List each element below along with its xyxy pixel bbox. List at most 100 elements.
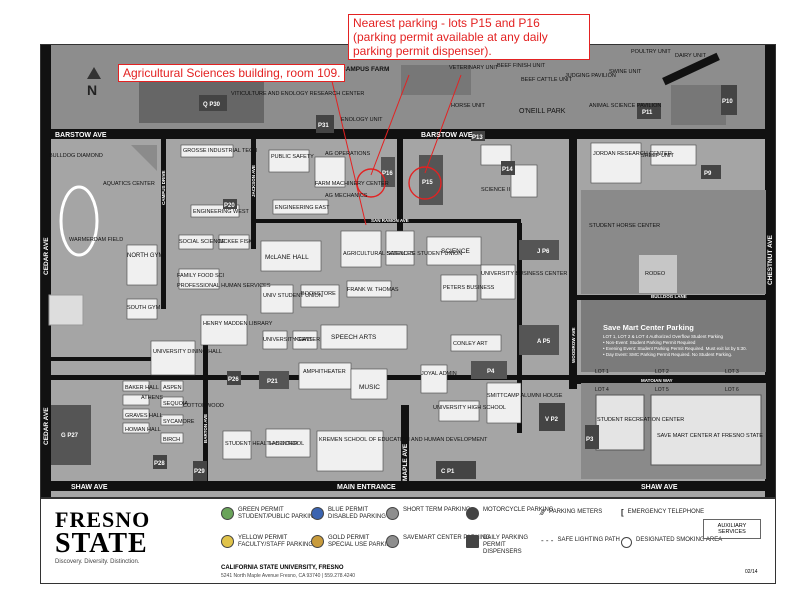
svg-text:VITICULTURE AND ENOLOGY RESEAR: VITICULTURE AND ENOLOGY RESEARCH CENTER: [231, 91, 364, 97]
svg-text:P4: P4: [487, 369, 495, 375]
legend-meters: ⁄⁄⁄PARKING METERS: [541, 508, 603, 517]
svg-text:STUDENT HEALTH CENTER: STUDENT HEALTH CENTER: [225, 441, 298, 447]
svg-text:P28: P28: [154, 461, 165, 467]
svg-text:UNIVERSITY CENTER: UNIVERSITY CENTER: [263, 337, 320, 343]
svg-text:JACKSON AVE: JACKSON AVE: [251, 165, 256, 197]
svg-text:P31: P31: [318, 123, 329, 129]
svg-text:BARTON AVE: BARTON AVE: [203, 414, 208, 443]
svg-text:P13: P13: [472, 135, 483, 141]
svg-text:STUDENT HORSE CENTER: STUDENT HORSE CENTER: [589, 223, 660, 229]
svg-text:SCIENCE II: SCIENCE II: [481, 187, 511, 193]
svg-text:P11: P11: [642, 110, 653, 116]
svg-text:ENOLOGY UNIT: ENOLOGY UNIT: [341, 117, 383, 123]
legend-smoking: DESIGNATED SMOKING AREA: [621, 537, 722, 548]
svg-text:LOT 2: LOT 2: [655, 369, 669, 375]
svg-text:AQUATICS CENTER: AQUATICS CENTER: [103, 181, 155, 187]
svg-text:STUDENT RECREATION CENTER: STUDENT RECREATION CENTER: [597, 417, 684, 423]
svg-text:HOMAN HALL: HOMAN HALL: [125, 427, 161, 433]
auxiliary-services-box: AUXILIARY SERVICES: [703, 519, 761, 539]
svg-text:P20: P20: [224, 203, 235, 209]
svg-text:BOOKSTORE: BOOKSTORE: [301, 291, 336, 297]
svg-text:FRANK W. THOMAS: FRANK W. THOMAS: [347, 287, 399, 293]
svg-text:BARSTOW AVE: BARSTOW AVE: [55, 132, 107, 139]
svg-text:VETERINARY UNIT: VETERINARY UNIT: [449, 65, 499, 71]
svg-text:JUDGING PAVILION: JUDGING PAVILION: [565, 73, 616, 79]
svg-text:• Non-Event: Student Parking P: • Non-Event: Student Parking Permit Requ…: [603, 340, 696, 345]
building-callout: Agricultural Sciences building, room 109…: [118, 64, 346, 82]
svg-text:KEATS: KEATS: [295, 337, 313, 343]
svg-text:P29: P29: [194, 469, 205, 475]
path-icon: - - -: [541, 536, 554, 545]
legend-emergency-phone: [EMERGENCY TELEPHONE: [621, 508, 705, 517]
svg-text:KREMEN SCHOOL OF EDUCATION AND: KREMEN SCHOOL OF EDUCATION AND HUMAN DEV…: [319, 437, 488, 443]
svg-text:SPEECH ARTS: SPEECH ARTS: [331, 334, 377, 341]
svg-text:NORTH GYM: NORTH GYM: [127, 253, 164, 259]
svg-text:HENRY MADDEN LIBRARY: HENRY MADDEN LIBRARY: [203, 321, 273, 327]
svg-text:BULLDOG DIAMOND: BULLDOG DIAMOND: [49, 153, 103, 159]
svg-text:AG OPERATIONS: AG OPERATIONS: [325, 151, 370, 157]
svg-text:UNIVERSITY BUSINESS CENTER: UNIVERSITY BUSINESS CENTER: [481, 271, 567, 277]
svg-text:J P6: J P6: [537, 249, 550, 255]
svg-text:A P5: A P5: [537, 339, 551, 345]
svg-text:BEEF CATTLE UNIT: BEEF CATTLE UNIT: [521, 77, 573, 83]
svg-text:P3: P3: [586, 437, 594, 443]
svg-text:LOT 4: LOT 4: [595, 387, 609, 393]
svg-text:PETERS BUSINESS: PETERS BUSINESS: [443, 285, 495, 291]
svg-text:P21: P21: [267, 379, 278, 385]
svg-text:UNIV STUDENT UNION: UNIV STUDENT UNION: [263, 293, 323, 299]
svg-text:CONLEY ART: CONLEY ART: [453, 341, 488, 347]
svg-text:Save Mart Center Parking: Save Mart Center Parking: [603, 323, 694, 332]
svg-text:LAB SCHOOL: LAB SCHOOL: [269, 441, 304, 447]
svg-text:LOT 1: LOT 1: [595, 369, 609, 375]
svg-text:AMPHITHEATER: AMPHITHEATER: [303, 369, 346, 375]
svg-text:MAPLE AVE: MAPLE AVE: [402, 443, 409, 481]
svg-text:V P2: V P2: [545, 417, 559, 423]
svg-text:LOT 1, LOT 2 & LOT 4 Authorize: LOT 1, LOT 2 & LOT 4 Authorized Overflow…: [603, 334, 724, 339]
svg-text:CEDAR AVE: CEDAR AVE: [43, 407, 50, 445]
phone-icon: [: [621, 508, 624, 517]
svg-text:JOYAL ADMIN: JOYAL ADMIN: [421, 371, 457, 377]
svg-text:SCIENCE: SCIENCE: [441, 248, 471, 255]
svg-text:MATOIAN WAY: MATOIAN WAY: [641, 378, 673, 383]
svg-text:AG MECHANICS: AG MECHANICS: [325, 193, 368, 199]
svg-text:N: N: [87, 82, 97, 98]
svg-text:LOT 5: LOT 5: [655, 387, 669, 393]
svg-text:ENGINEERING WEST: ENGINEERING WEST: [193, 209, 250, 215]
svg-text:G P27: G P27: [61, 433, 79, 439]
meter-icon: ⁄⁄⁄: [541, 508, 546, 517]
svg-text:• Day Event: SMC Parking Permi: • Day Event: SMC Parking Permit Required…: [603, 352, 732, 357]
legend-dispensers: DAILY PARKING PERMIT DISPENSERS: [466, 535, 536, 556]
svg-text:CEDAR AVE: CEDAR AVE: [43, 237, 50, 275]
svg-text:McLANE HALL: McLANE HALL: [265, 254, 309, 261]
svg-text:PROFESSIONAL HUMAN SERVICES: PROFESSIONAL HUMAN SERVICES: [177, 283, 271, 289]
svg-text:BULLDOG LANE: BULLDOG LANE: [651, 294, 687, 299]
campus-map[interactable]: Q P30 P31 P15 P16 P14 P13 P11 P10 P9 J P…: [40, 44, 776, 498]
parking-callout: Nearest parking - lots P15 and P16 (park…: [348, 14, 590, 60]
svg-text:UNIVERSITY HIGH SCHOOL: UNIVERSITY HIGH SCHOOL: [433, 405, 506, 411]
legend-short-term: SHORT TERM PARKING: [386, 507, 471, 520]
svg-text:BEEF FINISH UNIT: BEEF FINISH UNIT: [497, 63, 546, 69]
svg-text:• Evening Event: Student Parki: • Evening Event: Student Parking Permit …: [603, 346, 747, 351]
svg-text:WOODROW AVE: WOODROW AVE: [571, 328, 576, 364]
svg-text:CHESTNUT AVE: CHESTNUT AVE: [767, 235, 774, 286]
svg-text:SOUTH GYM: SOUTH GYM: [127, 305, 161, 311]
label-campus-farm: CAMPUS FARM: [341, 66, 389, 73]
legend-savemart: SAVEMART CENTER PARKING: [386, 535, 490, 548]
svg-text:POULTRY UNIT: POULTRY UNIT: [631, 49, 671, 55]
svg-text:P10: P10: [722, 99, 733, 105]
svg-text:SHAW AVE: SHAW AVE: [71, 484, 108, 491]
svg-text:ANIMAL SCIENCE PAVILION: ANIMAL SCIENCE PAVILION: [589, 103, 661, 109]
svg-text:Q P30: Q P30: [203, 102, 221, 108]
svg-text:HORSE UNIT: HORSE UNIT: [451, 103, 486, 109]
fresno-state-logo: FRESNO STATE Discovery. Diversity. Disti…: [55, 507, 151, 566]
svg-text:ENGINEERING EAST: ENGINEERING EAST: [275, 205, 330, 211]
legend-safe-path: - - -SAFE LIGHTING PATH: [541, 536, 620, 545]
svg-text:SAN RAMON AVE: SAN RAMON AVE: [371, 218, 409, 223]
north-arrow-icon: N: [87, 67, 101, 98]
svg-text:P14: P14: [502, 167, 513, 173]
svg-text:MCKEE FISK: MCKEE FISK: [219, 239, 253, 245]
svg-text:CAMPUS DRIVE: CAMPUS DRIVE: [161, 170, 166, 205]
